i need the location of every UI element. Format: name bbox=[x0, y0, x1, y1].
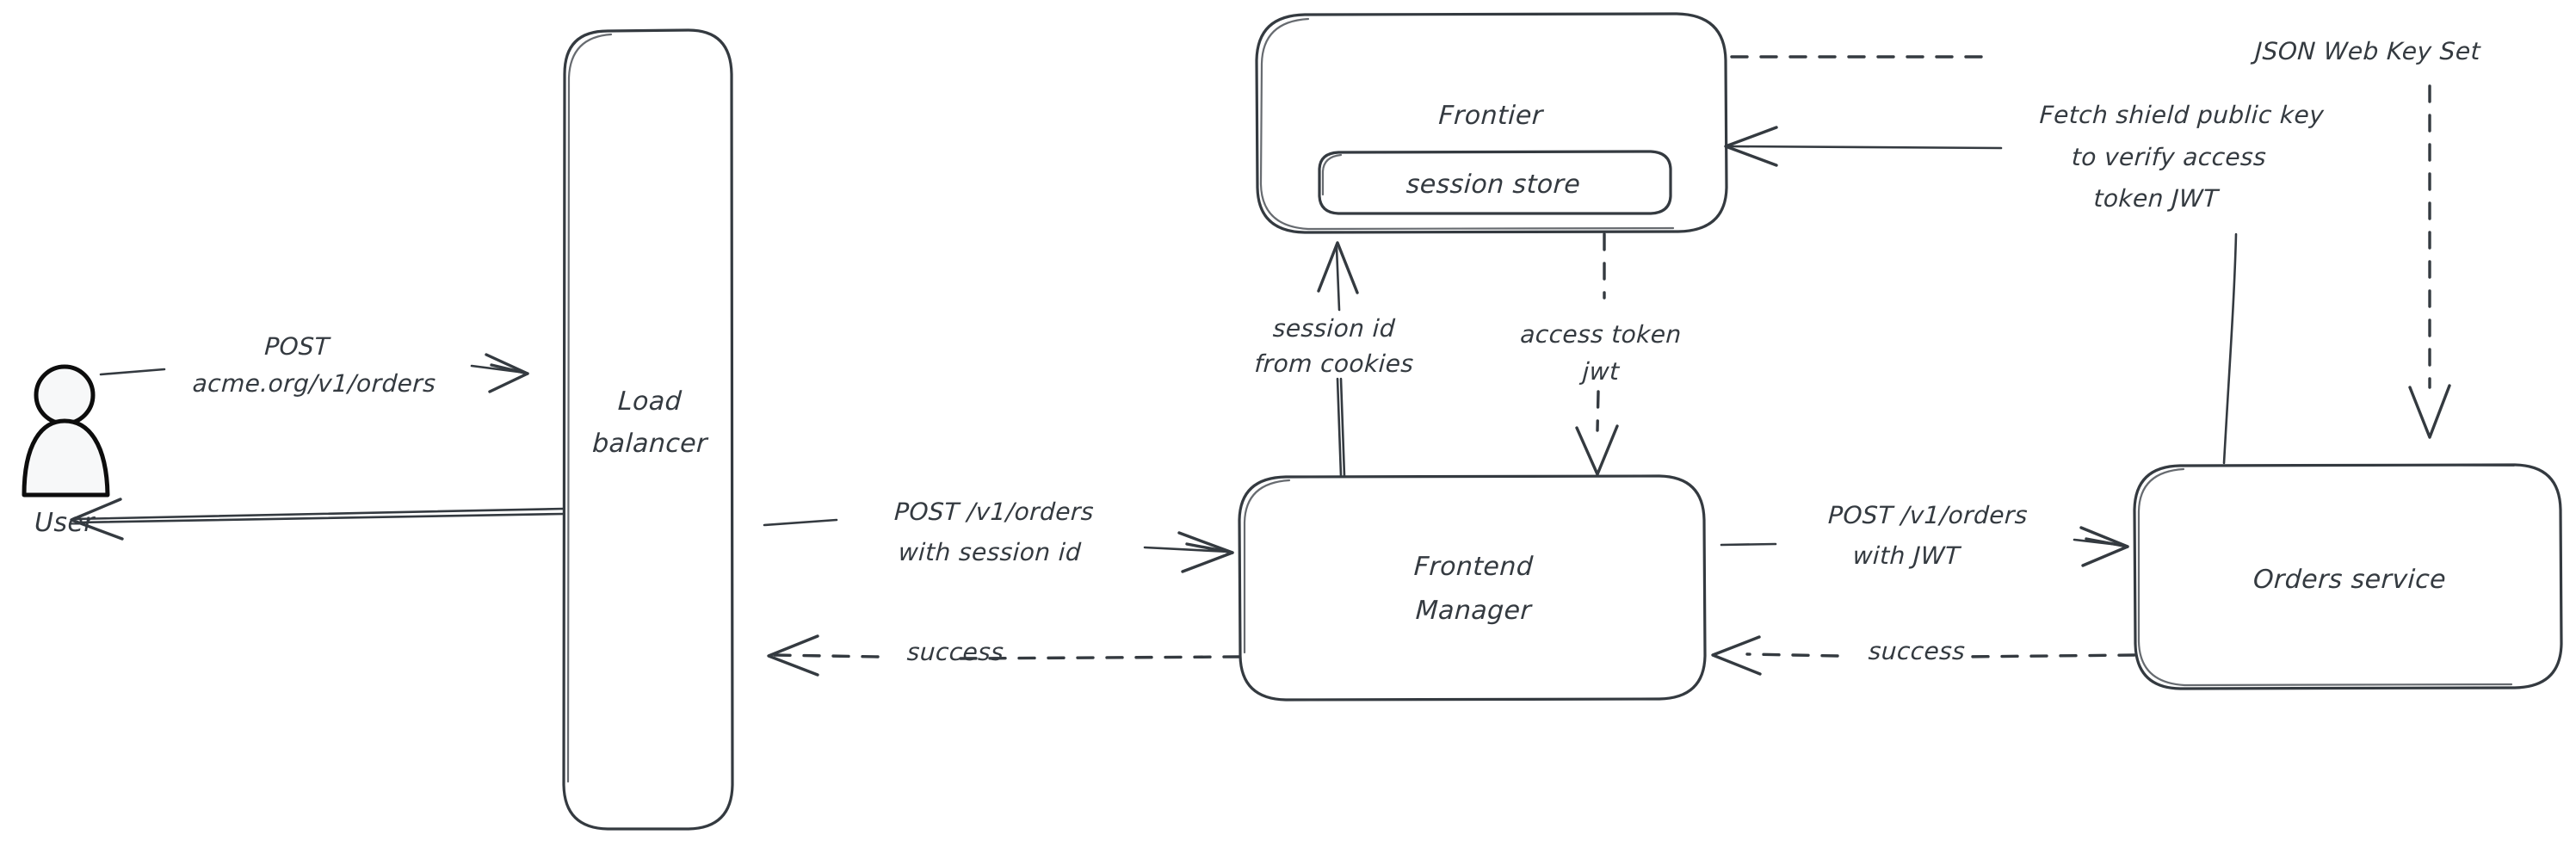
edge-load-balancer-to-user bbox=[70, 498, 565, 541]
frontier-label: Frontier bbox=[1437, 101, 1544, 131]
edge-lb-to-fm-label-line1: POST /v1/orders bbox=[893, 498, 1095, 526]
edge-frontend-manager-to-load-balancer-success bbox=[767, 634, 1241, 677]
edge-frontier-to-frontend-manager bbox=[1575, 232, 1619, 476]
edge-lb-to-fm-label-line2: with session id bbox=[897, 538, 1083, 566]
edge-orders-service-to-frontend-manager-success bbox=[1711, 635, 2136, 676]
orders-service-label: Orders service bbox=[2252, 565, 2447, 595]
edge-frontier-to-fm-label-line2: jwt bbox=[1581, 357, 1621, 386]
load-balancer-node[interactable] bbox=[562, 28, 734, 831]
edge-fm-to-frontier-label-line1: session id bbox=[1272, 314, 1396, 343]
load-balancer-label-line1: Load bbox=[617, 386, 683, 417]
edge-user-to-lb-label-line1: POST bbox=[263, 332, 330, 361]
frontend-manager-label-line1: Frontend bbox=[1412, 552, 1535, 582]
load-balancer-label-line2: balancer bbox=[591, 429, 708, 459]
edge-frontend-manager-to-orders-service bbox=[1720, 526, 2129, 567]
edge-orders-to-frontier-label-line2: to verify access bbox=[2071, 143, 2267, 171]
frontend-manager-label-line2: Manager bbox=[1414, 596, 1533, 626]
user-node[interactable] bbox=[22, 364, 110, 498]
orders-service-node[interactable] bbox=[2133, 463, 2563, 690]
frontend-manager-node[interactable] bbox=[1238, 474, 1707, 702]
edge-user-to-lb-label-line2: acme.org/v1/orders bbox=[191, 369, 437, 398]
session-store-node[interactable] bbox=[1318, 150, 1672, 215]
edge-frontend-manager-to-frontier bbox=[1317, 241, 1359, 478]
edge-frontier-to-orders-service bbox=[1730, 55, 2451, 439]
edge-fm-to-frontier-label-line2: from cookies bbox=[1253, 349, 1415, 378]
user-caption: User bbox=[34, 508, 95, 538]
edge-load-balancer-to-frontend-manager bbox=[763, 518, 1234, 573]
edge-user-to-load-balancer bbox=[99, 353, 529, 393]
edge-orders-to-frontier-label-line1: Fetch shield public key bbox=[2038, 101, 2326, 129]
edge-fm-to-orders-label-line1: POST /v1/orders bbox=[1827, 501, 2029, 529]
edge-fm-to-orders-label-line2: with JWT bbox=[1851, 541, 1961, 570]
edge-orders-to-fm-success-label: success bbox=[1867, 637, 1967, 665]
edge-frontier-to-orders-label: JSON Web Key Set bbox=[2254, 37, 2481, 65]
edge-orders-to-frontier-label-line3: token JWT bbox=[2092, 184, 2220, 213]
person-icon-body bbox=[22, 418, 110, 498]
session-store-label: session store bbox=[1405, 170, 1582, 200]
edge-frontier-to-fm-label-line1: access token bbox=[1519, 320, 1683, 349]
frontier-node[interactable] bbox=[1255, 12, 1728, 234]
edge-fm-to-lb-success-label: success bbox=[905, 638, 1005, 666]
person-icon-head bbox=[34, 364, 96, 426]
edge-orders-service-to-frontier bbox=[1724, 126, 2238, 465]
